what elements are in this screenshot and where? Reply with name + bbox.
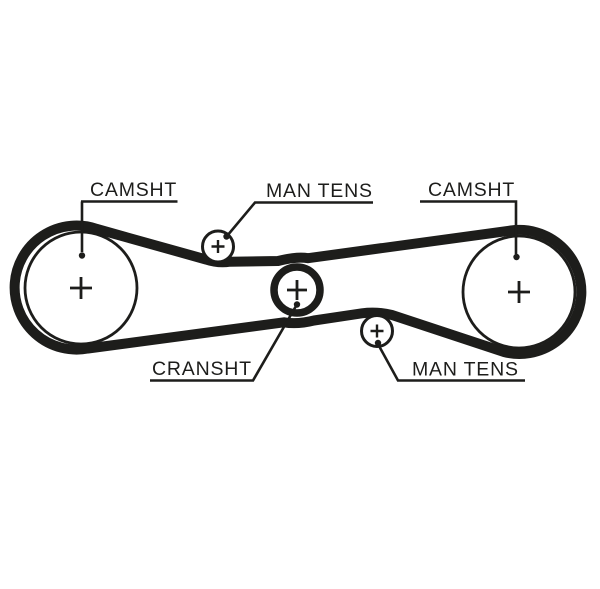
crankshaft-leader-line — [150, 305, 298, 382]
crankshaft-leader-dot — [293, 301, 301, 308]
crankshaft-center-cross-mark — [287, 280, 307, 300]
tensioner-bottom-leader-line — [377, 344, 525, 382]
camshaft-right-leader-line — [420, 200, 518, 254]
camshaft-right-label: CAMSHT — [428, 179, 515, 201]
tensioner-top-label: MAN TENS — [266, 180, 373, 202]
tensioner-bottom-leader-dot — [374, 339, 382, 347]
camshaft-right-leader-dot — [513, 253, 520, 261]
camshaft-left-leader-line — [80, 200, 178, 252]
tensioner-bottom-center-cross-mark — [370, 324, 384, 338]
camshaft-right-pulley — [461, 234, 577, 350]
crankshaft-label: CRANSHT — [152, 358, 252, 380]
tensioner-top-leader-line — [226, 201, 373, 237]
camshaft-left-leader-dot — [78, 252, 86, 259]
tensioner-bottom-label: MAN TENS — [412, 359, 519, 381]
camshaft-right-center-cross-mark — [508, 281, 530, 303]
tensioner-top-leader-dot — [223, 233, 230, 240]
camshaft-left-center-cross-mark — [70, 277, 92, 299]
crankshaft-sprocket — [270, 263, 324, 317]
timing-belt — [9, 220, 587, 359]
camshaft-left-label: CAMSHT — [90, 179, 177, 201]
tensioner-top-center-cross-mark — [211, 240, 225, 253]
